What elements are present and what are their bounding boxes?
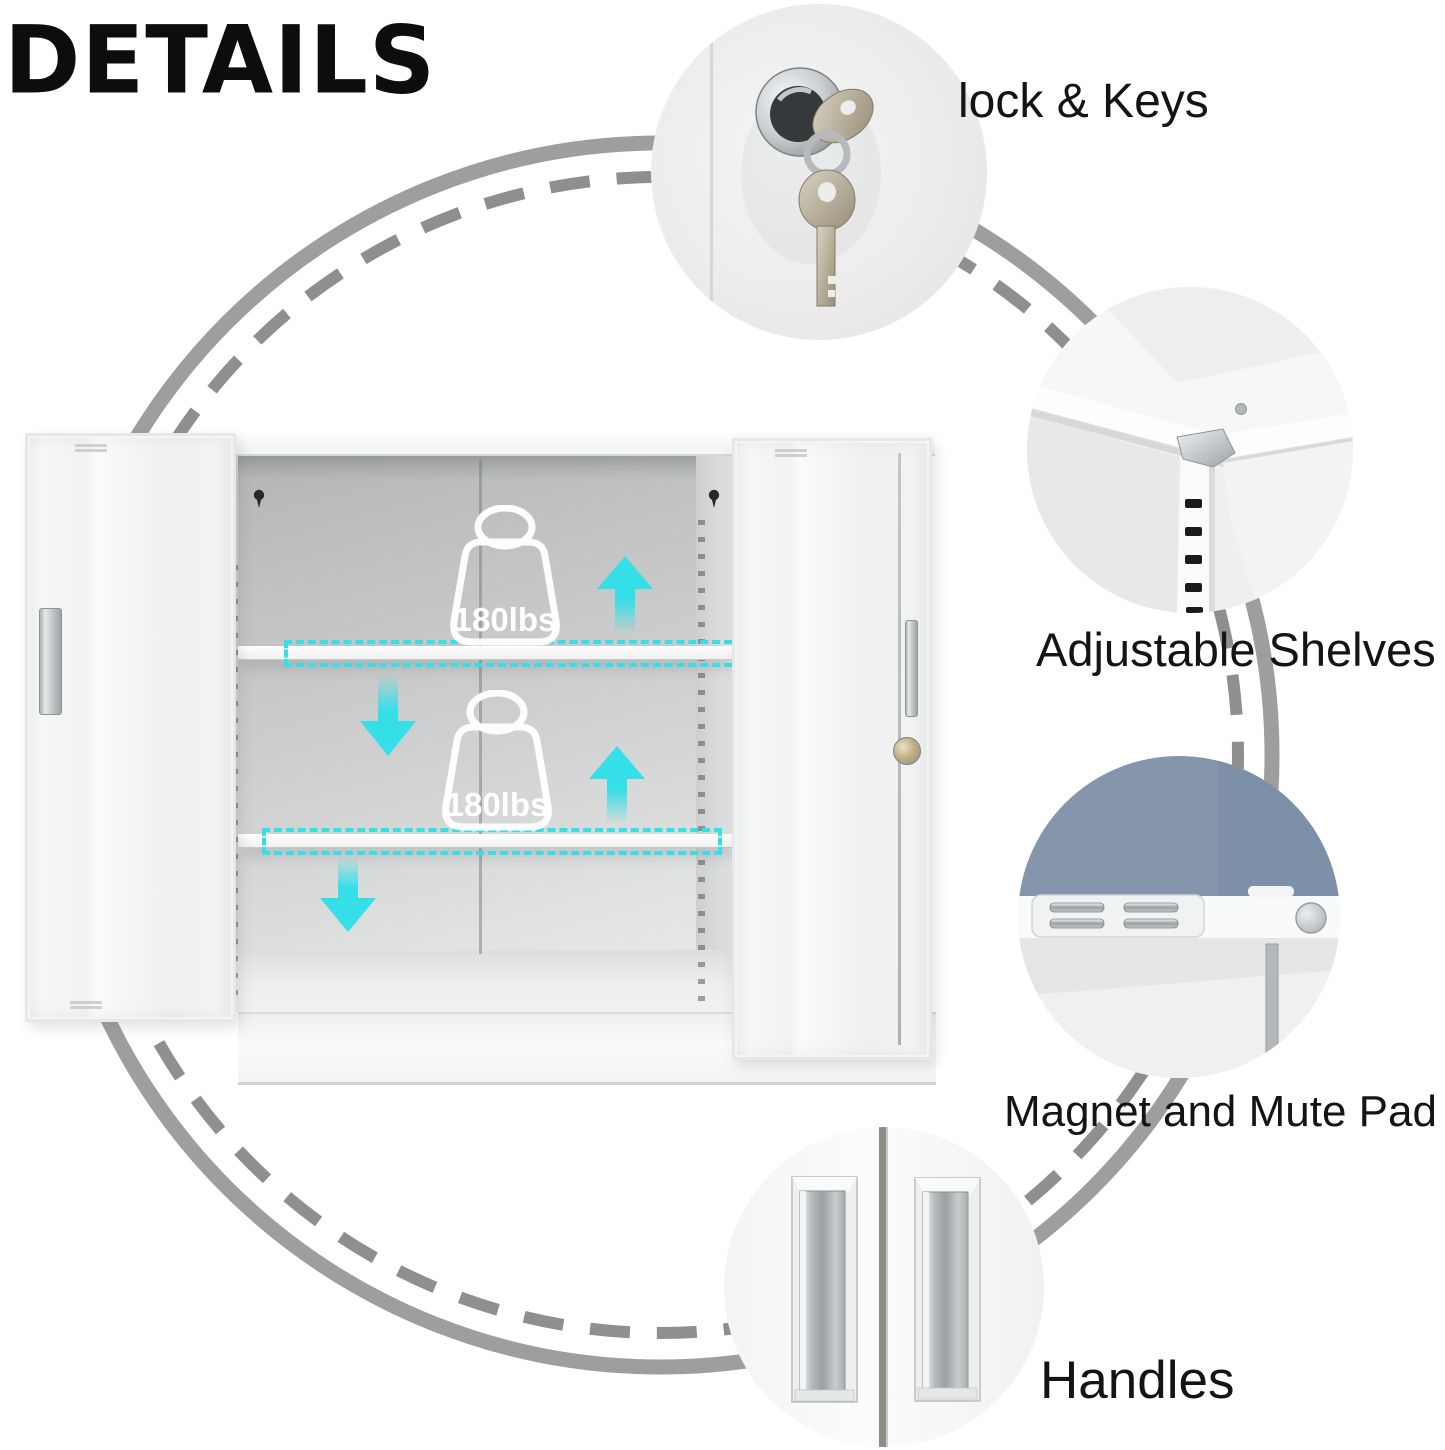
side-panel-right (1223, 441, 1353, 613)
cabinet-door-left (25, 433, 236, 1022)
door-handle-right (905, 620, 918, 717)
weight-capacity-label: 180lbs (454, 601, 557, 638)
cabinet-top-edge (1027, 383, 1353, 461)
handles-label: Handles (1040, 1351, 1235, 1410)
cabinet-door-right (732, 438, 932, 1060)
door-handle-left (39, 608, 62, 715)
lock-keys-callout-circle (651, 4, 987, 340)
door-vent-icon (75, 444, 107, 454)
door-vent-icon (70, 1001, 102, 1011)
wall-mount-keyhole-icon (708, 489, 720, 508)
adjustable-shelves-label: Adjustable Shelves (1036, 623, 1436, 676)
down-arrow-icon (320, 856, 376, 932)
weight-capacity-label: 180lbs (446, 786, 549, 823)
door-lock-cylinder-icon (893, 737, 921, 765)
metal-strip (1265, 943, 1279, 1078)
recessed-handle-left (791, 1176, 858, 1403)
cabinet-floor (196, 950, 737, 1012)
peg-rail-holes (1185, 499, 1203, 613)
recessed-handle-right (914, 1177, 981, 1402)
back-panel-seam (479, 459, 482, 954)
up-arrow-icon (589, 746, 645, 824)
door-seam-line (879, 1127, 886, 1447)
shelf-peg-holes-right (698, 520, 705, 1006)
adjustable-shelves-callout-circle (1027, 287, 1353, 613)
up-arrow-icon (597, 556, 653, 634)
screw-icon (1235, 403, 1247, 415)
side-panel-left (1027, 415, 1179, 613)
magnet-plate (1031, 894, 1205, 938)
lock-cylinder-icon (755, 67, 845, 157)
wall-mount-keyhole-icon (253, 489, 265, 508)
cabinet-inner-wall-right (696, 456, 737, 1012)
lock-keys-label: lock & Keys (958, 75, 1209, 128)
weight-capacity-icon: 180lbs (442, 690, 552, 831)
handles-callout-circle (724, 1127, 1044, 1447)
door-vent-icon (775, 449, 807, 459)
magnet-callout-circle (1018, 756, 1340, 1078)
shelf-clip-icon (1176, 428, 1236, 468)
page-title: DETAILS (4, 5, 437, 116)
shelf-lower (238, 834, 737, 848)
key-icon (798, 169, 856, 307)
weight-capacity-icon: 180lbs (450, 505, 560, 646)
mute-pad-icon (1295, 902, 1327, 934)
door-seam-line (710, 4, 713, 340)
magnet-mute-pad-label: Magnet and Mute Pad (1004, 1087, 1437, 1136)
shelf-upper (238, 646, 737, 660)
down-arrow-icon (360, 674, 416, 756)
